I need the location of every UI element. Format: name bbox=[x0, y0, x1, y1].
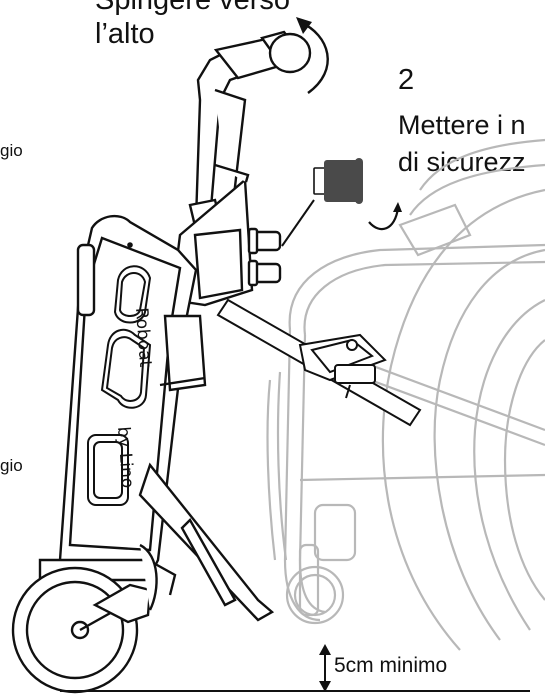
safety-pin-icon bbox=[313, 158, 363, 204]
device-brand-text-2: by Lino bbox=[113, 426, 137, 489]
instruction-2-number: 2 bbox=[398, 64, 415, 96]
wheelchair-outline bbox=[266, 138, 545, 651]
instruction-2-line-1: Mettere i n bbox=[398, 110, 526, 140]
front-wheel bbox=[11, 543, 158, 694]
side-label-upper: gio bbox=[0, 141, 23, 160]
pin-pointer-line bbox=[281, 199, 315, 247]
clamp-arm bbox=[216, 298, 422, 427]
clearance-label: 5cm minimo bbox=[334, 654, 448, 677]
instruction-2-line-2: di sicurezz bbox=[398, 147, 526, 177]
clearance-arrow-icon bbox=[319, 644, 331, 692]
device-brand-text: Roboat bbox=[131, 307, 155, 368]
rotate-arrow-icon bbox=[296, 17, 329, 94]
instruction-1-line-1: Spingere verso bbox=[95, 0, 291, 16]
side-label-lower: gio bbox=[0, 456, 23, 475]
device-graphics bbox=[87, 242, 152, 506]
instruction-1-line-2: l’alto bbox=[95, 18, 155, 50]
pin-rotate-arrow-icon bbox=[368, 202, 402, 231]
